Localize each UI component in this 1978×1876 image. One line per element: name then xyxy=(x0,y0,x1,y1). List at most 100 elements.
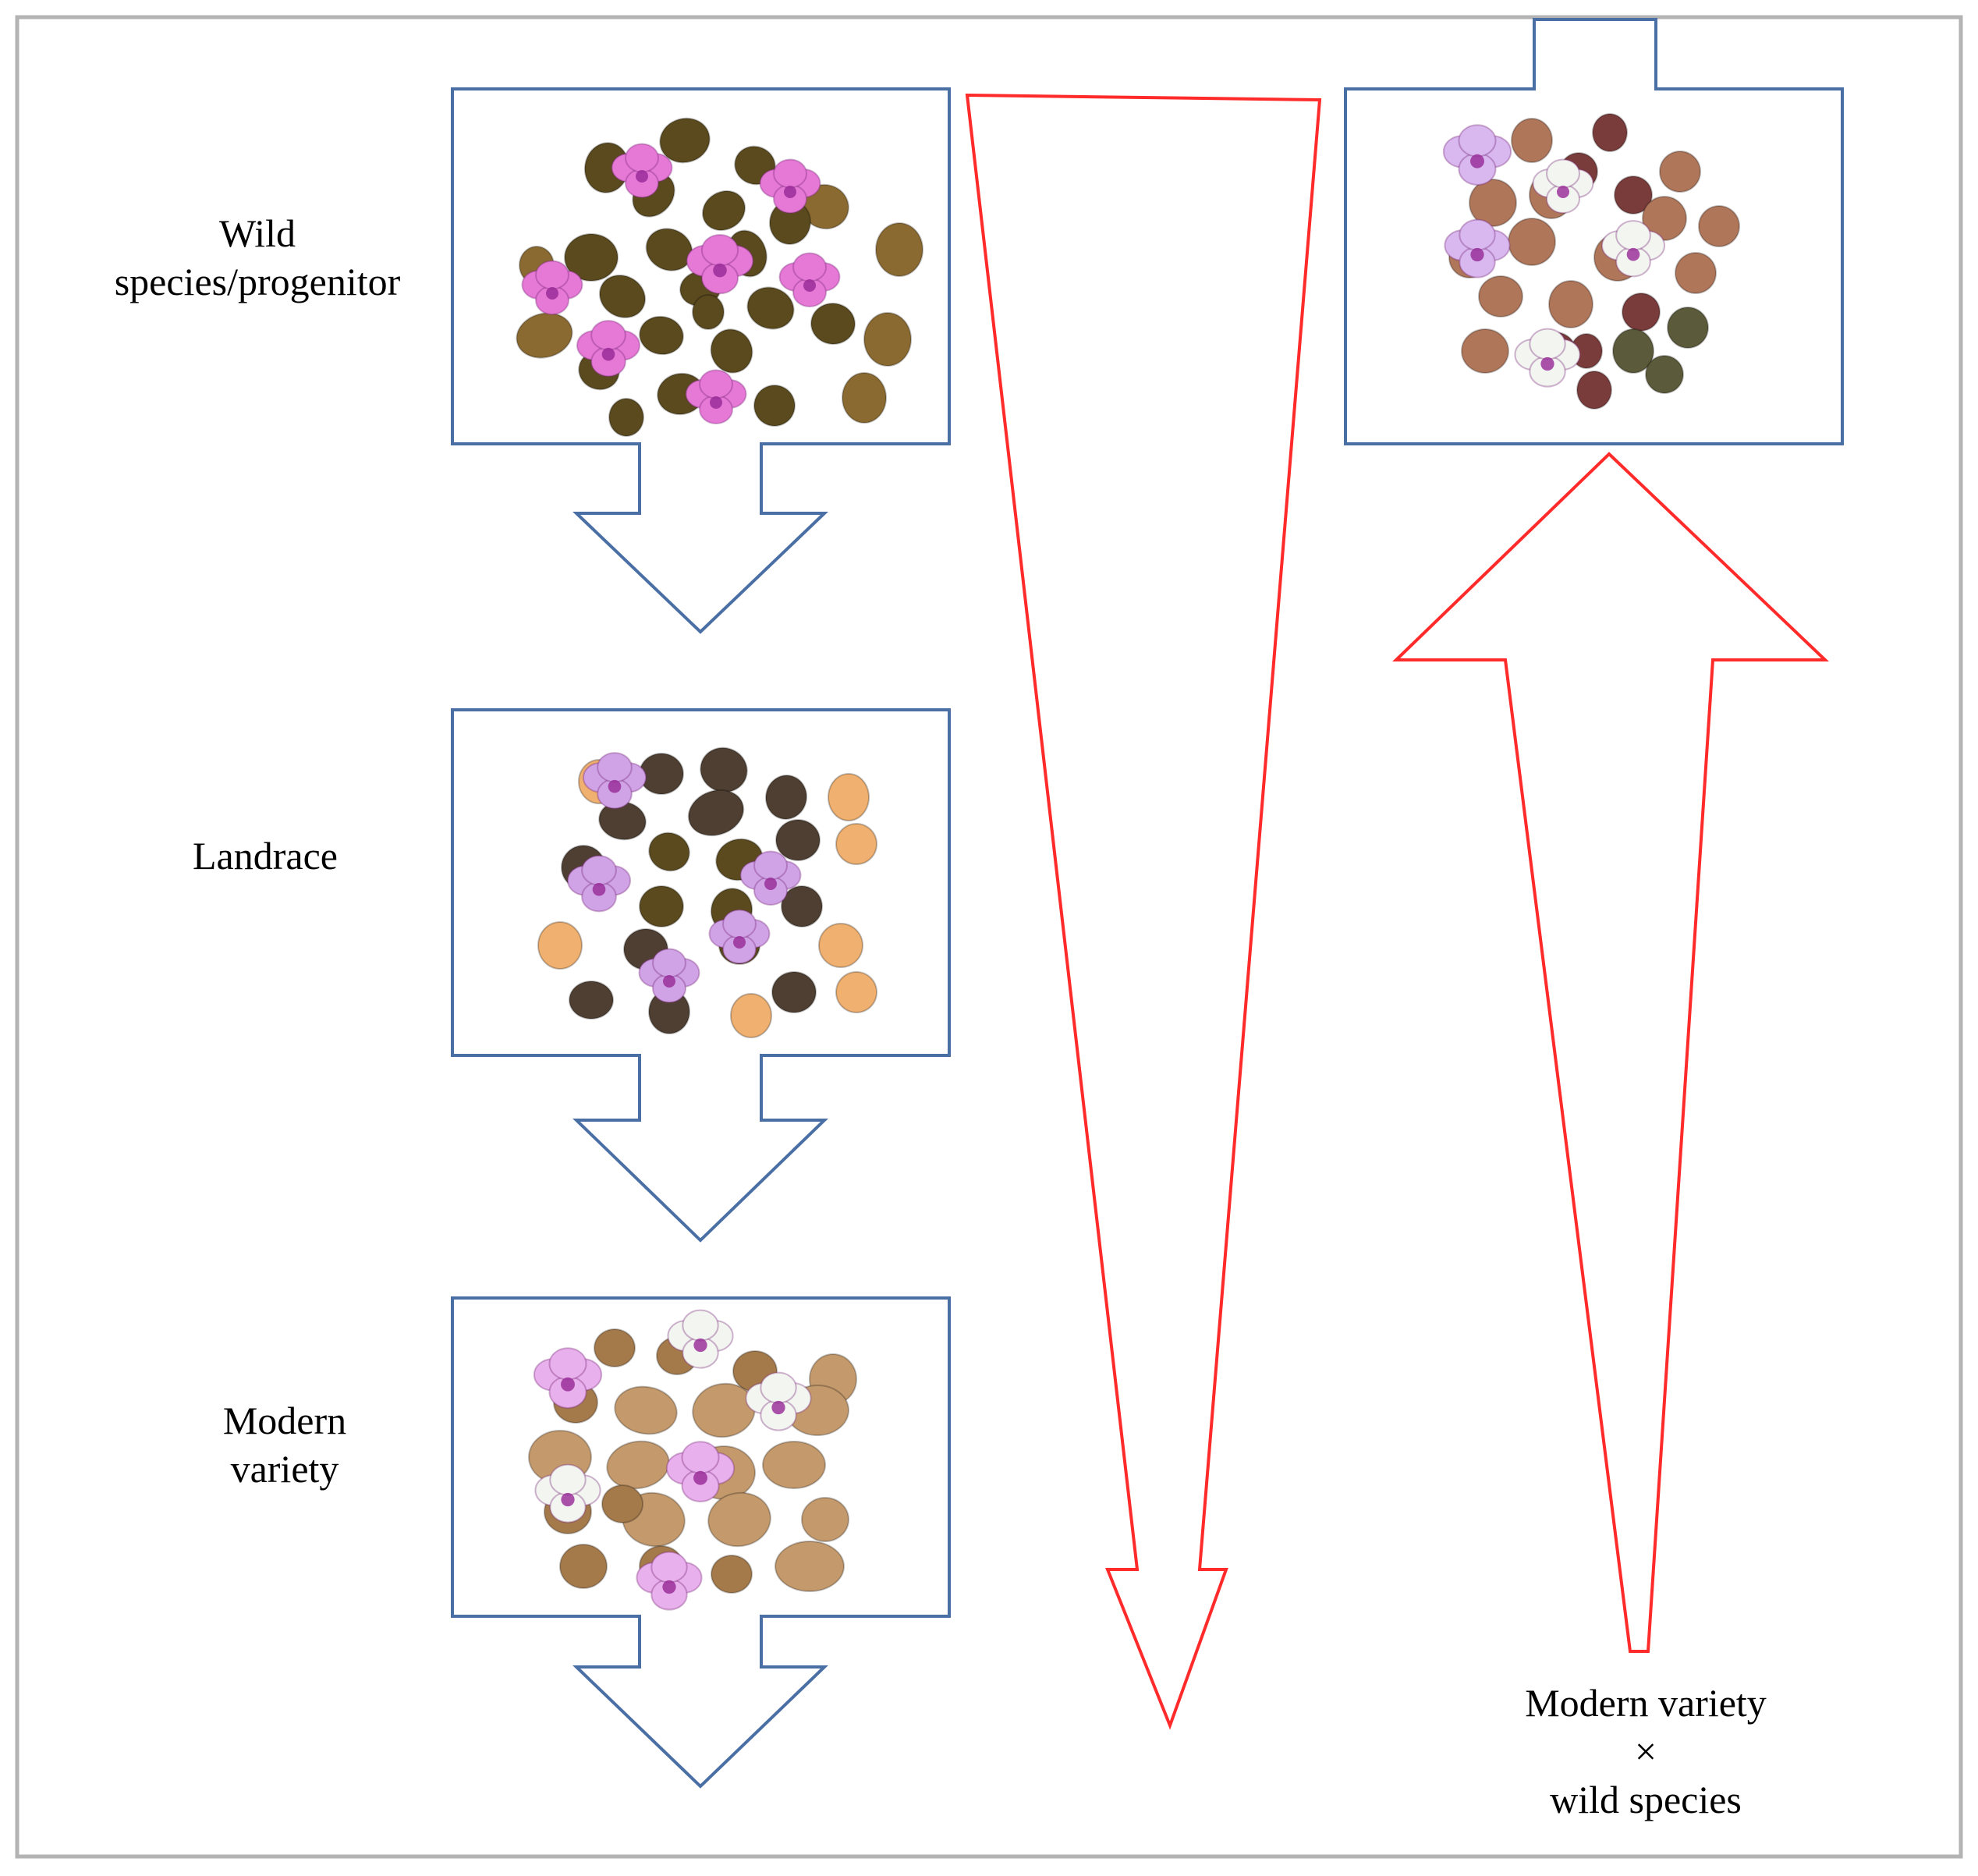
seed xyxy=(1592,113,1628,152)
flower-center xyxy=(803,279,816,292)
cross-seed-cluster xyxy=(1442,113,1740,410)
flower-petal xyxy=(548,1347,587,1381)
flower xyxy=(739,850,802,906)
flower xyxy=(745,1371,812,1431)
flower-petal xyxy=(597,752,633,783)
flower xyxy=(1444,218,1511,278)
seed xyxy=(875,222,923,277)
seed xyxy=(775,1541,845,1592)
label-cross-line-3: wild species xyxy=(1550,1778,1742,1821)
seed xyxy=(537,921,583,970)
flower-center xyxy=(546,287,558,300)
wild-species-box xyxy=(451,87,951,634)
flower-center xyxy=(1557,186,1569,198)
flower-petal xyxy=(1615,220,1651,251)
flower xyxy=(576,320,641,378)
seed xyxy=(801,1497,849,1542)
seed xyxy=(687,789,745,837)
flower xyxy=(778,252,841,307)
flower xyxy=(533,1347,603,1409)
seed xyxy=(1659,151,1701,193)
flower-petal xyxy=(792,252,827,282)
seed xyxy=(1614,176,1653,215)
flower xyxy=(686,233,754,295)
landrace-box xyxy=(451,708,951,1243)
seed xyxy=(1469,179,1517,227)
flower xyxy=(582,752,647,810)
flower-center xyxy=(713,263,727,278)
flower xyxy=(521,260,583,315)
flower xyxy=(566,855,632,913)
seed xyxy=(659,117,711,164)
flower-center xyxy=(663,975,675,988)
red-down-arrow xyxy=(965,93,1322,1730)
seed xyxy=(701,190,746,232)
flower-center xyxy=(601,347,615,361)
flower-center xyxy=(710,396,722,409)
flower-petal xyxy=(652,948,686,978)
flower-center xyxy=(784,186,796,198)
flower-center xyxy=(592,882,606,896)
label-landrace: Landrace xyxy=(148,832,382,880)
flower-petal xyxy=(1529,328,1566,360)
flower-petal xyxy=(760,1371,797,1404)
seed xyxy=(608,398,644,437)
seed xyxy=(1667,307,1709,349)
seed xyxy=(764,775,808,820)
seed xyxy=(1548,280,1593,328)
seed xyxy=(1576,371,1612,410)
seed xyxy=(601,1484,643,1523)
flower-center xyxy=(561,1377,575,1392)
seed xyxy=(762,1441,826,1489)
flower-petal xyxy=(753,850,788,881)
flower xyxy=(1600,220,1666,278)
flower-petal xyxy=(650,1551,688,1583)
label-cross-line-1: Modern variety xyxy=(1525,1681,1767,1725)
label-wild-line-1: Wild xyxy=(219,211,296,255)
flower-petal xyxy=(1459,218,1496,251)
wild-seed-cluster xyxy=(516,117,923,437)
label-modern-variety: Modern variety xyxy=(179,1396,390,1493)
flower xyxy=(665,1441,736,1502)
modern-variety-box xyxy=(451,1296,951,1789)
seed xyxy=(1622,293,1661,332)
seed xyxy=(594,1328,636,1367)
seed xyxy=(835,971,877,1013)
seed xyxy=(818,923,863,968)
landrace-seed-cluster xyxy=(537,746,877,1038)
flower-petal xyxy=(581,855,617,886)
flower-center xyxy=(1626,247,1640,261)
seed xyxy=(1645,355,1684,394)
flower xyxy=(1532,158,1594,214)
red-up-arrow xyxy=(1392,452,1829,1653)
seed xyxy=(1508,218,1556,266)
seed xyxy=(1612,328,1654,374)
seed xyxy=(692,294,725,330)
flower xyxy=(611,143,673,198)
flower-petal xyxy=(773,158,807,189)
flower-petal xyxy=(1546,158,1580,189)
flower-center xyxy=(1540,356,1554,371)
seed xyxy=(1511,118,1553,163)
flower-center xyxy=(771,1400,785,1415)
seed xyxy=(639,885,684,927)
flower-center xyxy=(636,170,648,183)
seed xyxy=(746,286,795,330)
seed xyxy=(559,1544,608,1589)
flower-petal xyxy=(1458,124,1497,158)
seed xyxy=(1478,275,1523,317)
seed xyxy=(1642,196,1687,241)
seed xyxy=(711,1555,753,1594)
seed xyxy=(863,312,912,367)
seed xyxy=(516,312,573,359)
seed xyxy=(775,819,821,861)
seed xyxy=(1698,205,1740,247)
label-landrace-line-1: Landrace xyxy=(193,834,338,878)
flower xyxy=(759,158,821,214)
modern-seed-cluster xyxy=(528,1309,857,1611)
seed xyxy=(771,971,817,1013)
flower xyxy=(534,1463,601,1523)
flower xyxy=(685,369,747,424)
label-modern-line-1: Modern xyxy=(222,1399,347,1442)
